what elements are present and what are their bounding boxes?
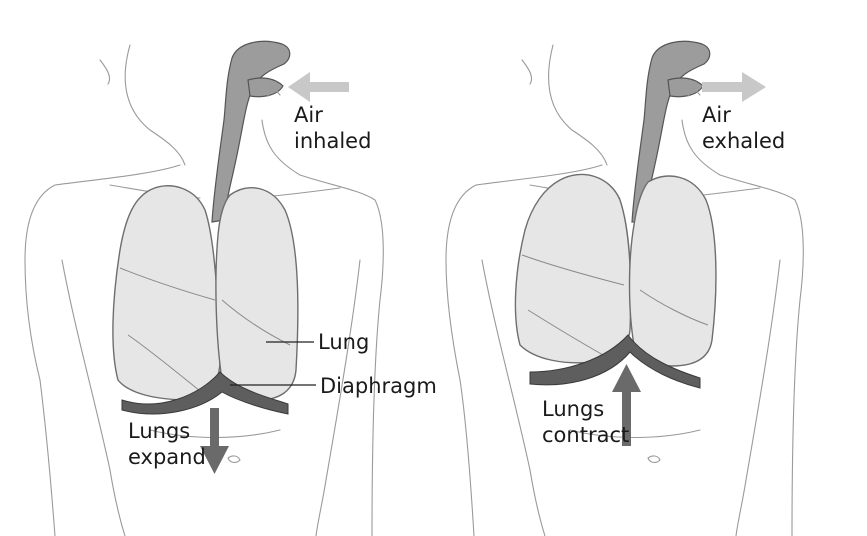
exhale-figure (446, 41, 803, 536)
lungs-expand-label-line1: Lungs (128, 418, 190, 444)
lung-label: Lung (318, 329, 369, 355)
lungs-left (113, 186, 298, 400)
lungs-contract-label-line1: Lungs (542, 396, 604, 422)
exhale-air-arrow (702, 72, 766, 102)
air-inhaled-label-line1: Air (294, 102, 323, 128)
lungs-right (515, 174, 716, 366)
air-inhaled-label-line2: inhaled (294, 128, 371, 154)
lungs-expand-label-line2: expand (128, 444, 206, 470)
lungs-contract-label-line2: contract (542, 422, 629, 448)
inhale-air-arrow (288, 72, 349, 102)
air-exhaled-label-line1: Air (702, 102, 731, 128)
diaphragm-label: Diaphragm (320, 373, 437, 399)
air-exhaled-label-line2: exhaled (702, 128, 785, 154)
